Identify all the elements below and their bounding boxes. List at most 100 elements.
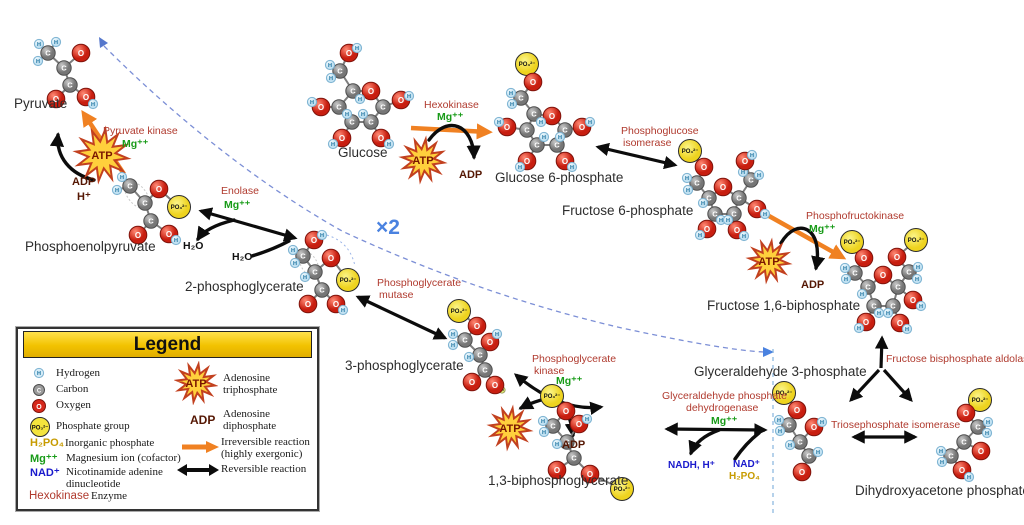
compound-label-pyruvate: Pyruvate [14, 96, 68, 111]
svg-text:O: O [311, 236, 317, 245]
legend-label-enzyme: Enzyme [91, 490, 128, 502]
svg-text:H: H [37, 42, 41, 48]
svg-text:C: C [890, 302, 896, 311]
svg-text:H: H [36, 59, 40, 65]
svg-text:O: O [734, 226, 740, 235]
compound-label-glucose-6-phosphate: Glucose 6-phosphate [495, 170, 624, 185]
arrow-hexokinase-atp-adp [427, 123, 481, 160]
svg-text:H: H [293, 261, 297, 267]
svg-text:C: C [550, 422, 556, 431]
legend-symbol-h2po4: H₂PO₄ [30, 437, 64, 449]
compound-label-3-phosphoglycerate: 3-phosphoglycerate [345, 358, 464, 373]
enzyme-label-phosphofructokinase: Phosphofructokinase [806, 210, 905, 222]
svg-text:H: H [115, 188, 119, 194]
legend-label-carbon: Carbon [56, 383, 89, 395]
compound-label-phosphoenolpyruvate: Phosphoenolpyruvate [25, 239, 156, 254]
cofactor-label-mg-pgk: Mg⁺⁺ [556, 375, 583, 387]
oxygen-icon [32, 399, 46, 413]
legend-symbol-mg: Mg⁺⁺ [30, 453, 58, 465]
atp-burst-hexokinase: ATP [398, 135, 448, 185]
atp-burst-pyruvate: ATP [72, 125, 132, 185]
svg-text:H: H [329, 76, 333, 82]
cofactor-label-mg-enolase: Mg⁺⁺ [224, 199, 251, 211]
svg-text:H: H [967, 475, 971, 481]
svg-text:H: H [986, 420, 990, 426]
svg-text:H: H [844, 277, 848, 283]
svg-text:H: H [985, 431, 989, 437]
svg-text:C: C [554, 141, 560, 150]
svg-text:C: C [706, 194, 712, 203]
svg-text:O: O [978, 447, 984, 456]
enzyme-label-enolase: Enolase [221, 185, 259, 197]
enzyme-label-gapdh-line2: dehydrogenase [686, 402, 759, 414]
svg-text:H: H [539, 120, 543, 126]
svg-text:PO₃²⁻: PO₃²⁻ [908, 237, 925, 244]
arrow-gapdh-reversible [664, 422, 768, 437]
svg-text:H: H [320, 233, 324, 239]
svg-text:H: H [291, 248, 295, 254]
svg-text:O: O [811, 423, 817, 432]
arrow-pyruvate-kinase-adp [49, 132, 96, 182]
arrow-phosphofructokinase-irreversible [767, 214, 847, 260]
cofactor-label-nad: NAD⁺ [733, 459, 760, 470]
svg-text:H: H [719, 218, 723, 224]
svg-text:C: C [564, 438, 570, 447]
arrow-gapdh-nad [733, 431, 761, 461]
svg-text:H: H [940, 460, 944, 466]
legend-atp-icon: ATP [174, 361, 218, 405]
cofactor-label-mg-pfk: Mg⁺⁺ [809, 223, 836, 235]
cofactor-label-mg-gapdh: Mg⁺⁺ [711, 415, 738, 427]
svg-text:C: C [319, 286, 325, 295]
svg-text:O: O [910, 296, 916, 305]
svg-text:H: H [939, 449, 943, 455]
enzyme-label-aldolase: Fructose bisphosphate aldolase [886, 353, 1024, 365]
svg-text:H: H [174, 238, 178, 244]
atp-burst-pfk: ATP [745, 237, 793, 285]
svg-text:C: C [380, 103, 386, 112]
svg-text:C: C [906, 268, 912, 277]
atp-star-shape [745, 237, 793, 285]
svg-text:O: O [53, 95, 59, 104]
svg-text:C: C [975, 423, 981, 432]
dashed-arrowhead-up [99, 37, 108, 48]
svg-text:C: C [524, 126, 530, 135]
phosphate-icon [30, 417, 50, 437]
compound-label-fructose-16-biphosphate: Fructose 1,6-biphosphate [707, 298, 861, 313]
enzyme-label-pgm-line2: mutase [379, 289, 414, 301]
svg-text:O: O [562, 157, 568, 166]
svg-text:O: O [504, 123, 510, 132]
atp-burst-pgk: ATP [486, 404, 534, 452]
enzyme-label-hexokinase: Hexokinase [424, 99, 479, 111]
carbon-icon [33, 384, 45, 396]
atp-label: ATP [758, 256, 779, 268]
svg-text:O: O [474, 322, 480, 331]
svg-text:H: H [451, 343, 455, 349]
svg-text:C: C [312, 268, 318, 277]
svg-text:H: H [37, 371, 41, 377]
cofactor-label-mg-hk: Mg⁺⁺ [437, 111, 464, 123]
arrow-enolase-water [196, 218, 236, 242]
svg-text:O: O [963, 409, 969, 418]
compound-label-glucose: Glucose [338, 145, 388, 160]
svg-text:PO₃²⁻: PO₃²⁻ [451, 308, 468, 315]
svg-text:C: C [571, 454, 577, 463]
svg-text:H: H [331, 142, 335, 148]
svg-text:C: C [350, 87, 356, 96]
svg-text:C: C [368, 118, 374, 127]
svg-text:O: O [799, 468, 805, 477]
svg-text:H: H [518, 165, 522, 171]
svg-text:C: C [797, 438, 803, 447]
svg-text:C: C [477, 351, 483, 360]
svg-text:H: H [915, 277, 919, 283]
svg-text:O: O [576, 420, 582, 429]
enzyme-label-pgi-line1: Phosphoglucose [621, 125, 699, 137]
svg-text:H: H [555, 442, 559, 448]
svg-text:C: C [45, 49, 51, 58]
enzyme-label-gapdh-line1: Glyceraldehyde phosphate [662, 390, 787, 402]
svg-text:H: H [497, 120, 501, 126]
svg-text:H: H [495, 332, 499, 338]
svg-text:H: H [726, 218, 730, 224]
legend-box: Legend H C O PO₃²⁻ Hydrogen Carbon Oxyge… [15, 326, 320, 512]
svg-text:O: O [166, 230, 172, 239]
